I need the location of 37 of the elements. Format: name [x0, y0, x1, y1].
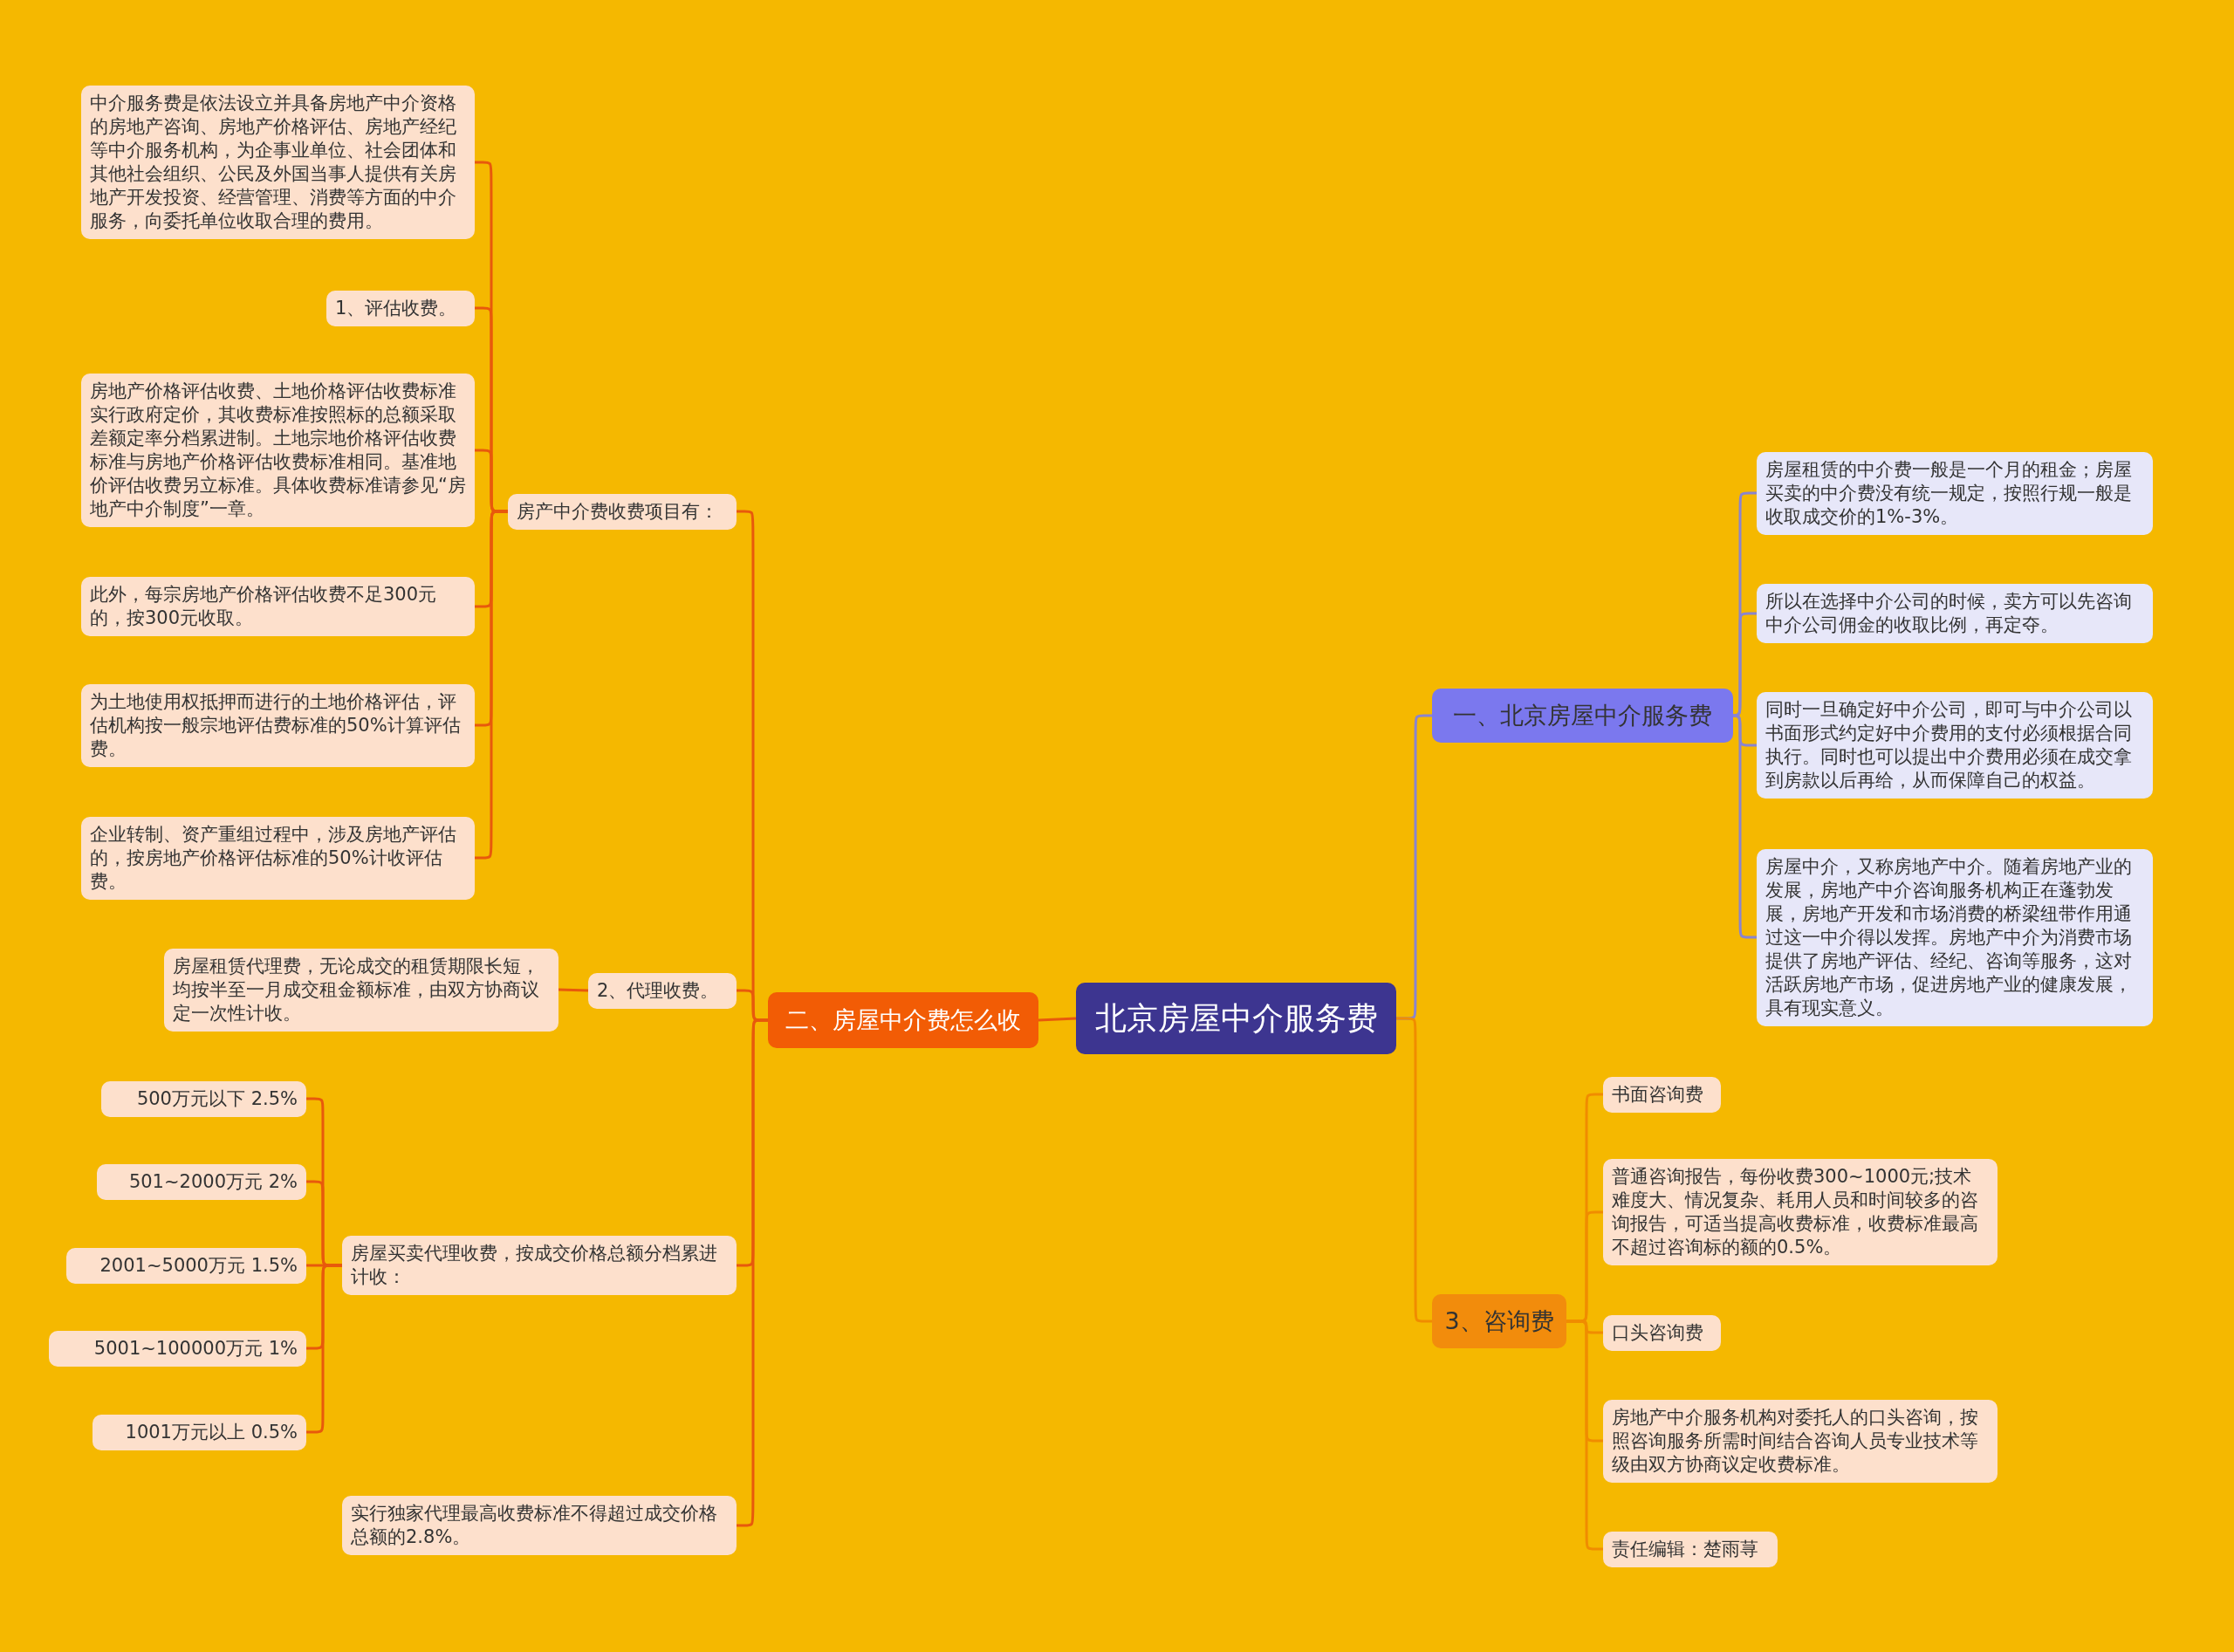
subtopic-box: 500万元以下 2.5% [101, 1080, 306, 1117]
central-topic: 北京房屋中介服务费 [1076, 983, 1396, 1054]
subtopic-box: 5001~100000万元 1% [49, 1330, 306, 1367]
subtopic-box: 所以在选择中介公司的时候，卖方可以先咨询中介公司佣金的收取比例，再定夺。 [1757, 584, 2153, 643]
subtopic-box: 501~2000万元 2% [97, 1163, 306, 1200]
subtopic-box: 中介服务费是依法设立并具备房地产中介资格的房地产咨询、房地产价格评估、房地产经纪等中介服务机构，为企事业单位、社会团体和其他社会组织、公民及外国当事人提供有关房地产开发投资、经营管理、消费等方面的中介服务，向委托单位收取合理的费用。 [81, 86, 475, 239]
branch-topic: 一、北京房屋中介服务费 [1432, 689, 1733, 743]
subtopic-box: 2、代理收费。 [588, 972, 737, 1009]
subtopic-box: 房屋租赁的中介费一般是一个月的租金；房屋买卖的中介费没有统一规定，按照行规一般是收取成交价的1%-3%。 [1757, 451, 2153, 535]
connector-line [737, 1018, 769, 1527]
subtopic-box: 责任编辑：楚雨荨 [1603, 1531, 1778, 1567]
subtopic-box: 实行独家代理最高收费标准不得超过成交价格总额的2.8%。 [342, 1496, 737, 1555]
subtopic-box: 同时一旦确定好中介公司，即可与中介公司以书面形式约定好中介费用的支付必须根据合同执行。同时也可以提出中介费用必须在成交拿到房款以后再给，从而保障自己的权益。 [1757, 692, 2153, 799]
subtopic-box: 口头咨询费 [1603, 1314, 1721, 1351]
connector-line [475, 510, 508, 860]
connector-line [1396, 1017, 1432, 1323]
connector-line [1731, 612, 1757, 717]
branch-topic: 3、咨询费 [1432, 1294, 1566, 1348]
subtopic-box: 普通咨询报告，每份收费300~1000元;技术难度大、情况复杂、耗用人员和时间较多的咨询报告，可适当提高收费标准，收费标准最高不超过咨询标的额的0.5%。 [1603, 1159, 1998, 1265]
branch-topic: 二、房屋中介费怎么收 [768, 992, 1038, 1048]
subtopic-box: 书面咨询费 [1603, 1076, 1721, 1113]
subtopic-box: 房地产中介服务机构对委托人的口头咨询，按照咨询服务所需时间结合咨询人员专业技术等级由双方协商议定收费标准。 [1603, 1399, 1998, 1483]
connector-line [558, 988, 589, 992]
connector-line [1566, 1320, 1603, 1551]
subtopic-box: 1001万元以上 0.5% [93, 1414, 306, 1450]
connector-line [1731, 714, 1757, 939]
subtopic-box: 此外，每宗房地产价格评估收费不足300元的，按300元收取。 [81, 577, 475, 636]
subtopic-box: 房屋买卖代理收费，按成交价格总额分档累进计收： [342, 1236, 737, 1295]
subtopic-box: 1、评估收费。 [326, 290, 475, 326]
subtopic-box: 房屋租赁代理费，无论成交的租赁期限长短，均按半至一月成交租金额标准，由双方协商议定一次性计收。 [164, 948, 558, 1032]
subtopic-box: 房地产价格评估收费、土地价格评估收费标准实行政府定价，其收费标准按照标的总额采取差额定率分档累进制。土地宗地价格评估收费标准与房地产价格评估收费标准相同。基准地价评估收费另立标准。具体收费标准请参见“房地产中介制度”一章。 [81, 374, 475, 527]
subtopic-box: 房产中介费收费项目有： [508, 493, 737, 530]
subtopic-box: 企业转制、资产重组过程中，涉及房地产评估的，按房地产价格评估标准的50%计收评估费。 [81, 816, 475, 900]
connector-line [1038, 1017, 1077, 1022]
subtopic-box: 为土地使用权抵押而进行的土地价格评估，评估机构按一般宗地评估费标准的50%计算评估费。 [81, 683, 475, 767]
subtopic-box: 2001~5000万元 1.5% [66, 1247, 306, 1284]
subtopic-box: 房屋中介，又称房地产中介。随着房地产业的发展，房地产中介咨询服务机构正在蓬勃发展，房地产开发和市场消费的桥梁纽带作用通过这一中介得以发挥。房地产中介为消费市场提供了房地产评估、经纪、咨询等服务，这对活跃房地产市场，促进房地产业的健康发展，具有现实意义。 [1757, 848, 2153, 1026]
